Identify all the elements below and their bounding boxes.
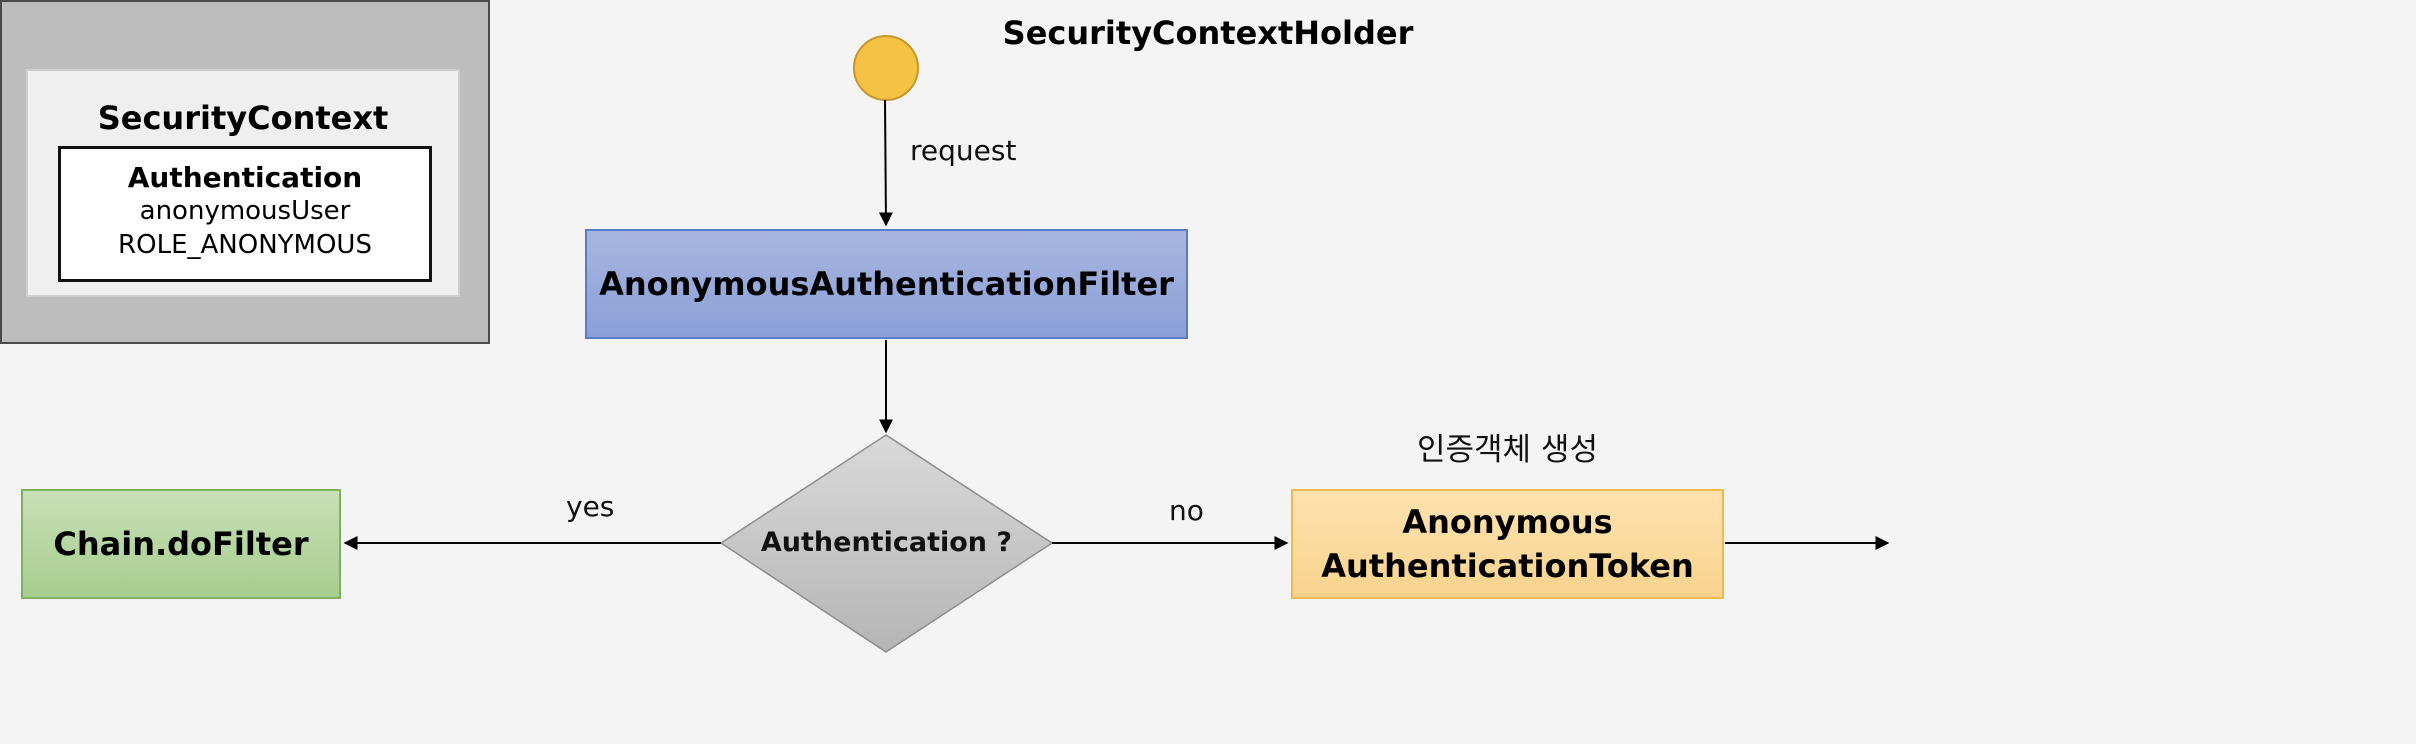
no-label: no (1169, 494, 1204, 527)
token-caption: 인증객체 생성 (1417, 432, 1598, 468)
filter-label: AnonymousAuthenticationFilter (599, 265, 1174, 303)
yes-label: yes (566, 490, 615, 523)
token-label-line2: AuthenticationToken (1321, 547, 1694, 585)
role-value: ROLE_ANONYMOUS (118, 230, 372, 260)
security-context-holder-box: SecurityContextHolder SecurityContext Au… (0, 0, 1413, 344)
token-label-line1: Anonymous (1402, 503, 1613, 541)
chain-label: Chain.doFilter (53, 525, 309, 563)
request-label: request (910, 134, 1017, 167)
security-context-box: SecurityContext Authentication anonymous… (26, 69, 460, 297)
chain-dofilter-box: Chain.doFilter (21, 489, 341, 599)
security-context-title: SecurityContext (97, 99, 389, 137)
anonymous-authentication-token-box: Anonymous AuthenticationToken (1291, 489, 1724, 599)
anonymous-authentication-filter-box: AnonymousAuthenticationFilter (585, 229, 1188, 339)
authentication-title: Authentication (127, 161, 363, 194)
security-context-holder-title: SecurityContextHolder (1002, 14, 1414, 52)
decision-diamond (719, 434, 1054, 653)
authentication-box: Authentication anonymousUser ROLE_ANONYM… (58, 146, 432, 282)
principal-value: anonymousUser (139, 196, 351, 226)
edge-start-to-filter (878, 99, 893, 227)
decision-label: Authentication ? (760, 527, 1013, 558)
